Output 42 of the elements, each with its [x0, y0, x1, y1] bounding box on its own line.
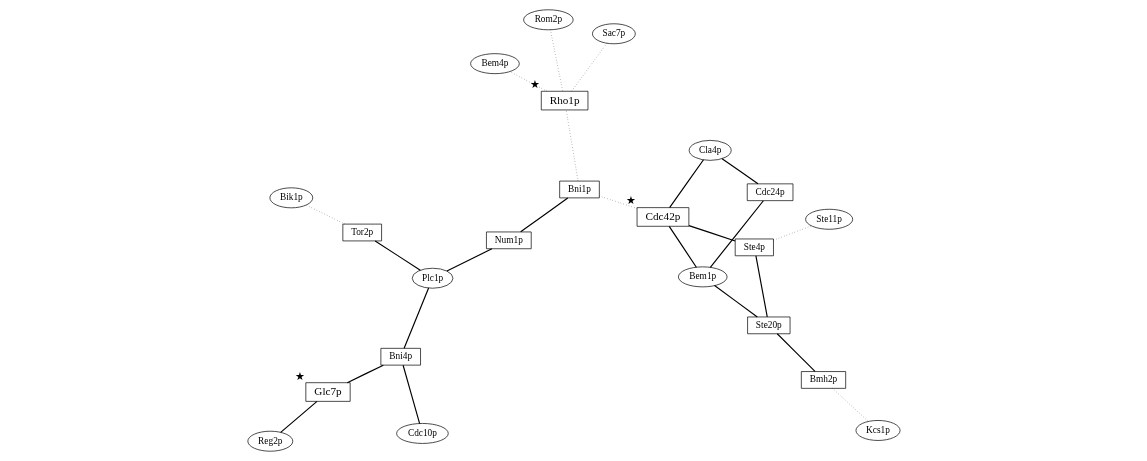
connector: [668, 225, 697, 268]
node-box: Glc7p: [304, 382, 351, 402]
node-box: Num1p: [485, 231, 532, 250]
connector: [445, 248, 492, 272]
node-box: Bni1p: [558, 180, 600, 199]
node-label: ★: [529, 78, 540, 91]
connector: [776, 333, 816, 373]
connector: [713, 284, 758, 318]
connector: [687, 225, 736, 242]
node-box: Rho1p: [540, 90, 588, 111]
node-ellipse: Kcs1p: [855, 420, 900, 441]
node-box: Tor2p: [342, 223, 382, 242]
node-ellipse: Bik1p: [269, 187, 313, 209]
connector: [279, 400, 318, 433]
node-label: ★: [625, 194, 636, 207]
node-box: Ste20p: [746, 316, 790, 335]
node-box: Ste4p: [734, 238, 774, 257]
connector: [772, 225, 812, 241]
connector: [519, 197, 568, 233]
node-box: Bni4p: [380, 347, 421, 366]
node-box: Cdc42p: [636, 207, 689, 227]
node-ellipse: Plc1p: [411, 267, 453, 289]
connector: [346, 364, 384, 384]
connector: [668, 159, 704, 209]
node-ellipse: Cla4p: [688, 140, 732, 161]
connector: [721, 158, 759, 185]
node-box: Cdc24p: [746, 183, 793, 201]
node-ellipse: Sac7p: [591, 23, 636, 45]
node-ellipse: Rom2p: [522, 9, 573, 31]
connector: [709, 200, 764, 268]
node-ellipse: Reg2p: [247, 430, 293, 452]
node-ellipse: Bem4p: [469, 53, 520, 74]
node-ellipse: Cdc10p: [395, 423, 449, 444]
connector: [402, 364, 420, 425]
node-ellipse: Bem1p: [677, 266, 727, 288]
node-box: Bmh2p: [800, 371, 846, 389]
connector: [831, 388, 869, 422]
connector: [754, 255, 768, 318]
node-label: ★: [294, 369, 305, 382]
connector: [374, 240, 421, 271]
connector: [403, 287, 429, 349]
node-ellipse: Ste11p: [804, 208, 853, 230]
